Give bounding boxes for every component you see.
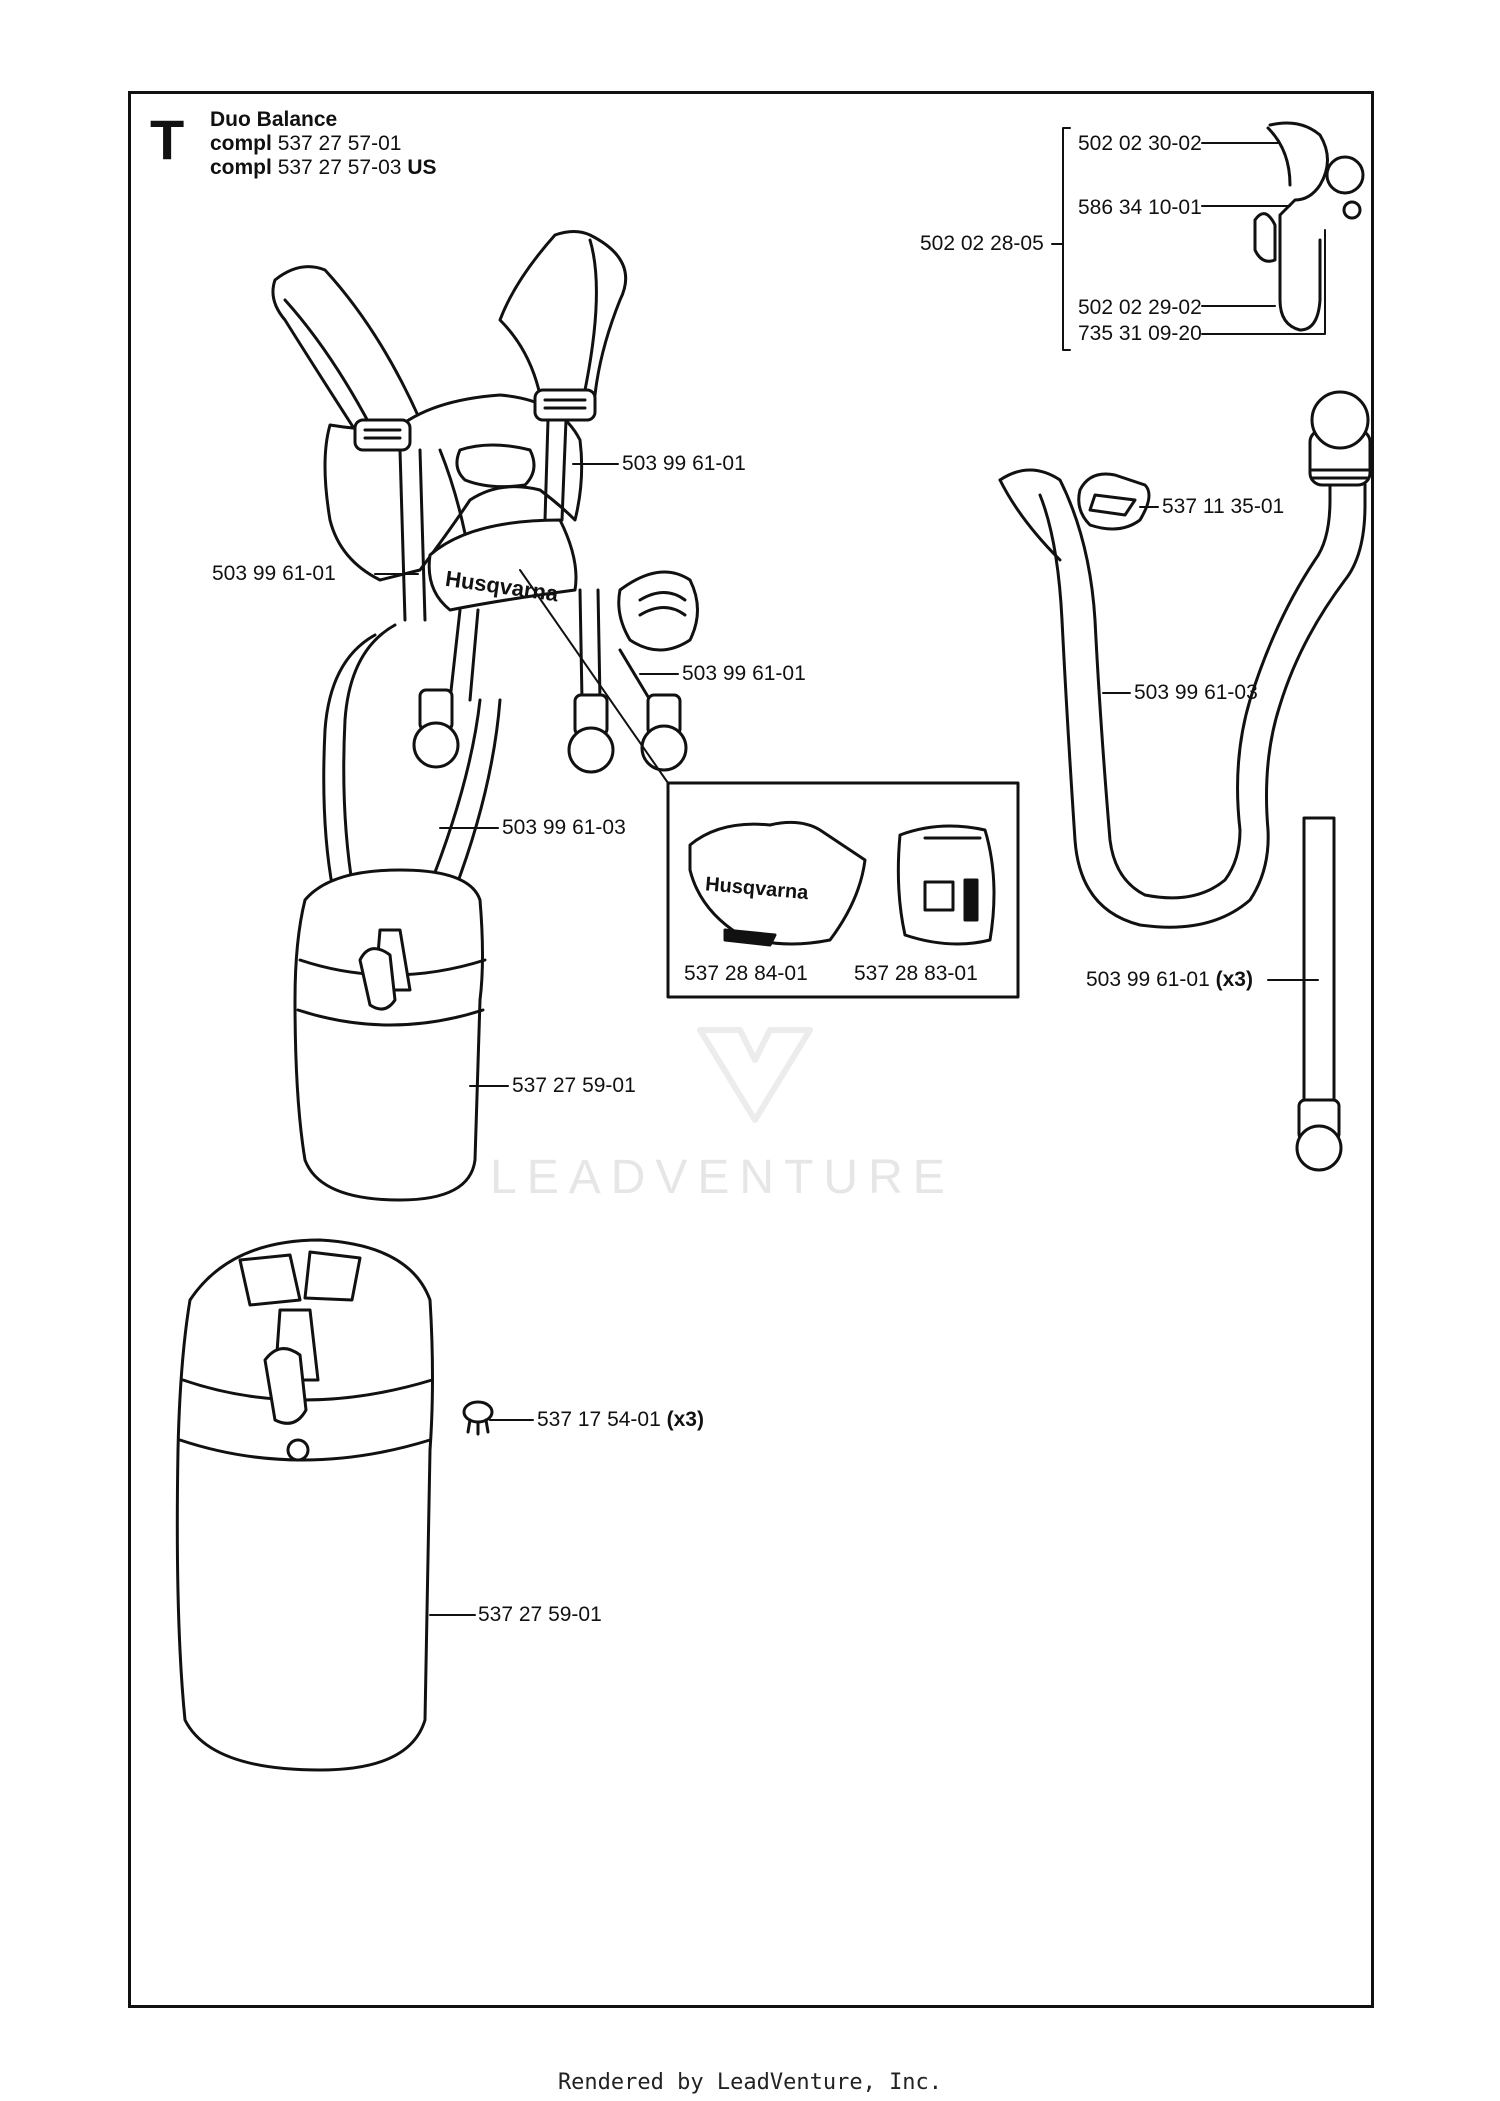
chest-pad (427, 518, 578, 612)
callout-537-11-35-01: 537 11 35-01 (1162, 495, 1285, 518)
buckle-left (353, 418, 412, 452)
callout-503-99-61-01-left: 503 99 61-01 (212, 562, 336, 585)
harness-illustration: Husqvarna (271, 230, 699, 917)
pad-537-28-83-01 (896, 824, 996, 946)
hip-pad (617, 570, 699, 652)
callout-537-28-84-01: 537 28 84-01 (684, 962, 808, 985)
callout-503-99-61-03-right: 503 99 61-03 (1134, 681, 1258, 704)
callout-502-02-28-05: 502 02 28-05 (920, 232, 1044, 255)
watermark: LEADVENTURE (490, 1151, 955, 1204)
callout-503-99-61-01-pad: 503 99 61-01 (682, 662, 806, 685)
straight-tube (1295, 816, 1343, 1172)
pad-537-28-84-01: Husqvarna (688, 820, 867, 947)
right-shoulder-strap (498, 230, 628, 397)
section-letter: T (150, 108, 185, 171)
quick-release-buckle (1253, 121, 1365, 332)
callout-503-99-61-01-top: 503 99 61-01 (622, 452, 746, 475)
leader-lines (374, 463, 1319, 1616)
holster-upper (293, 868, 487, 1202)
back-pad-slot (455, 443, 536, 489)
callout-502-02-29-02: 502 02 29-02 (1078, 296, 1202, 319)
strap-connector-left (412, 688, 460, 769)
strap-connector-right (640, 693, 688, 772)
callout-537-27-59-01-b: 537 27 59-01 (478, 1603, 602, 1626)
compl-line-2: compl 537 27 57-03 US (210, 156, 437, 179)
tube-right (998, 390, 1372, 929)
title-block: Duo Balance compl 537 27 57-01 compl 537… (210, 108, 437, 180)
callout-503-99-61-03-left: 503 99 61-03 (502, 816, 626, 839)
strap-connector-mid (567, 693, 615, 774)
compl-line-1: compl 537 27 57-01 (210, 132, 402, 155)
callout-503-99-61-01-x3: 503 99 61-01 (x3) (1086, 968, 1253, 991)
footer-credit: Rendered by LeadVenture, Inc. (557, 2070, 943, 2095)
screw-icon (462, 1400, 494, 1436)
callout-502-02-30-02: 502 02 30-02 (1078, 132, 1202, 155)
callout-537-27-59-01-a: 537 27 59-01 (512, 1074, 636, 1097)
callout-537-28-83-01: 537 28 83-01 (854, 962, 978, 985)
left-shoulder-strap (271, 265, 422, 442)
buckle-right (533, 388, 597, 422)
diagram-frame (128, 91, 1374, 2008)
slide-buckle (1077, 472, 1151, 531)
holster-lower (175, 1238, 434, 1772)
callout-537-17-54-01-x3: 537 17 54-01 (x3) (537, 1408, 704, 1431)
callout-586-34-10-01: 586 34 10-01 (1078, 196, 1202, 219)
callout-735-31-09-20: 735 31 09-20 (1078, 322, 1202, 345)
assembly-name: Duo Balance (210, 108, 338, 131)
